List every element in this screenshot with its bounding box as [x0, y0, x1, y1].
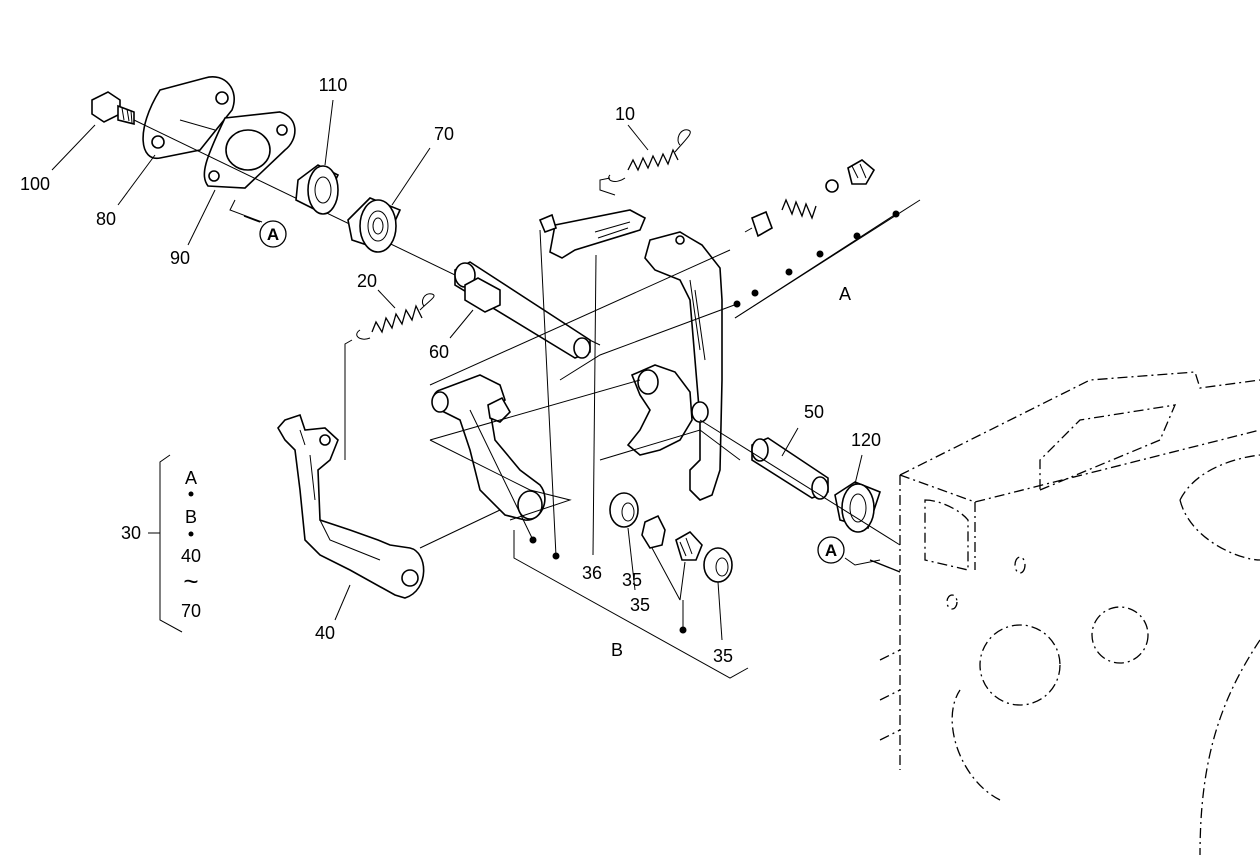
callout-35-b: 35	[630, 595, 650, 615]
callout-60: 60	[429, 342, 449, 362]
plate-36	[538, 209, 723, 501]
set-item-40: 40	[181, 546, 201, 566]
spring-20	[344, 293, 435, 460]
pin-50	[751, 437, 829, 500]
leader-lines	[51, 99, 921, 679]
bearing-70	[347, 197, 402, 253]
spring-group-a	[744, 159, 876, 238]
lever-40	[277, 413, 425, 599]
arrow-a1	[243, 215, 261, 223]
pivot-bracket	[429, 364, 741, 461]
callout-100: 100	[20, 174, 50, 194]
callout-110: 110	[319, 75, 348, 95]
callout-50: 50	[804, 402, 824, 422]
washer-35-left	[609, 492, 639, 528]
callout-35-c: 35	[713, 646, 733, 666]
callout-36: 36	[582, 563, 602, 583]
set-range-tilde: ~	[183, 566, 198, 596]
callout-35-a: 35	[622, 570, 642, 590]
arrow-a2	[869, 559, 901, 573]
ref-label-a-right: A	[825, 541, 837, 560]
callout-90: 90	[170, 248, 190, 268]
set-30-list: A B 40 ~ 70	[181, 468, 201, 621]
ref-circle-a-right: A	[817, 536, 845, 564]
ref-circle-a-left: A	[259, 220, 287, 248]
axis-line-lower	[419, 509, 501, 549]
spring-10	[599, 129, 691, 196]
washer-35-right	[703, 547, 733, 583]
callout-120: 120	[851, 430, 881, 450]
callout-30: 30	[121, 523, 141, 543]
callout-10: 10	[615, 104, 635, 124]
pin-35-mid	[641, 514, 666, 549]
ref-label-a-left: A	[267, 225, 279, 244]
bushing-110	[295, 164, 340, 215]
cover-plate-80	[142, 76, 235, 159]
axis-to-block	[699, 419, 901, 546]
set-item-70: 70	[181, 601, 201, 621]
pin-35-threaded	[675, 530, 703, 561]
gasket-90	[203, 111, 296, 189]
group-label-a: A	[839, 284, 851, 304]
engine-block	[879, 371, 1260, 855]
bearing-120	[834, 481, 881, 533]
leader-a1	[229, 199, 263, 223]
leader-a2	[844, 557, 881, 566]
set-item-b: B	[185, 507, 197, 527]
callout-20: 20	[357, 271, 377, 291]
set-item-a: A	[185, 468, 197, 488]
callout-40: 40	[315, 623, 335, 643]
callout-70: 70	[434, 124, 454, 144]
bracket-arm	[429, 374, 572, 521]
callout-80: 80	[96, 209, 116, 229]
callout-labels: 100 80 90 110 70 10 20 60 36 35 35 35 50…	[20, 75, 881, 666]
group-label-b: B	[611, 640, 623, 660]
shaft-60	[454, 261, 591, 359]
bolt-100	[91, 91, 135, 126]
